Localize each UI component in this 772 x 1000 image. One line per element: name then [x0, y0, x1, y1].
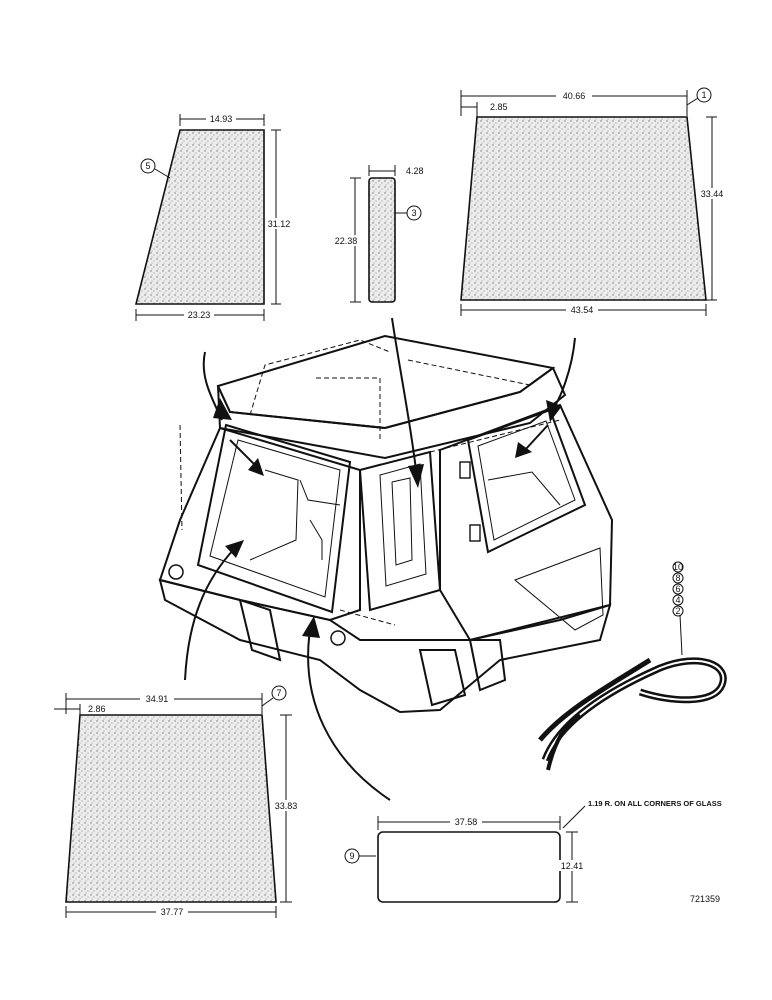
callout-7: 7: [276, 688, 281, 698]
glass-part-5: 14.93 31.12 23.23 5: [134, 113, 292, 321]
cab-assembly: [158, 334, 614, 714]
glass-panel-1: [460, 116, 707, 301]
dim-5-top-width: 14.93: [210, 114, 233, 124]
seal-callout-2: 2: [675, 606, 680, 616]
dim-1-top-width: 40.66: [563, 91, 586, 101]
seal-callout-8: 8: [675, 573, 680, 583]
dim-3-width: 4.28: [406, 166, 424, 176]
callout-5: 5: [145, 161, 150, 171]
dim-7-top-width: 34.91: [146, 694, 169, 704]
drawing-number: 721359: [690, 894, 720, 904]
dim-5-bottom-width: 23.23: [188, 310, 211, 320]
dim-1-height: 33.44: [701, 189, 724, 199]
glass-panel-7: [65, 714, 277, 903]
seal-callout-6: 6: [675, 584, 680, 594]
dim-7-offset: 2.86: [88, 704, 106, 714]
dim-5-height: 31.12: [268, 219, 291, 229]
seal-callout-stack: 10 8 6 4 2: [672, 561, 684, 617]
dim-7-bottom-width: 37.77: [161, 907, 184, 917]
glass-part-7: 34.91 2.86 33.83 37.77 7: [54, 685, 300, 918]
glass-part-3: 4.28 22.38 3: [331, 165, 424, 303]
dim-7-height: 33.83: [275, 801, 298, 811]
seal-callout-4: 4: [675, 595, 680, 605]
callout-3: 3: [411, 208, 416, 218]
callout-9: 9: [349, 851, 354, 861]
dim-1-offset: 2.85: [490, 102, 508, 112]
seal-strip: 10 8 6 4 2: [538, 561, 727, 771]
corner-radius-note: 1.19 R. ON ALL CORNERS OF GLASS: [588, 799, 722, 808]
assembly-arrows: [184, 317, 576, 801]
glass-panel-3: [368, 177, 396, 303]
dim-9-height: 12.41: [561, 861, 584, 871]
glass-part-9: 37.58 12.41 1.19 R. ON ALL CORNERS OF GL…: [344, 799, 722, 903]
callout-1: 1: [701, 90, 706, 100]
dim-9-width: 37.58: [455, 817, 478, 827]
glass-part-1: 40.66 2.85 33.44 43.54 1: [460, 87, 726, 316]
seal-callout-10: 10: [673, 562, 683, 572]
glass-panel-5: [134, 129, 265, 305]
glass-panel-9: [377, 831, 561, 903]
dim-1-bottom-width: 43.54: [571, 305, 594, 315]
dim-3-height: 22.38: [335, 236, 358, 246]
